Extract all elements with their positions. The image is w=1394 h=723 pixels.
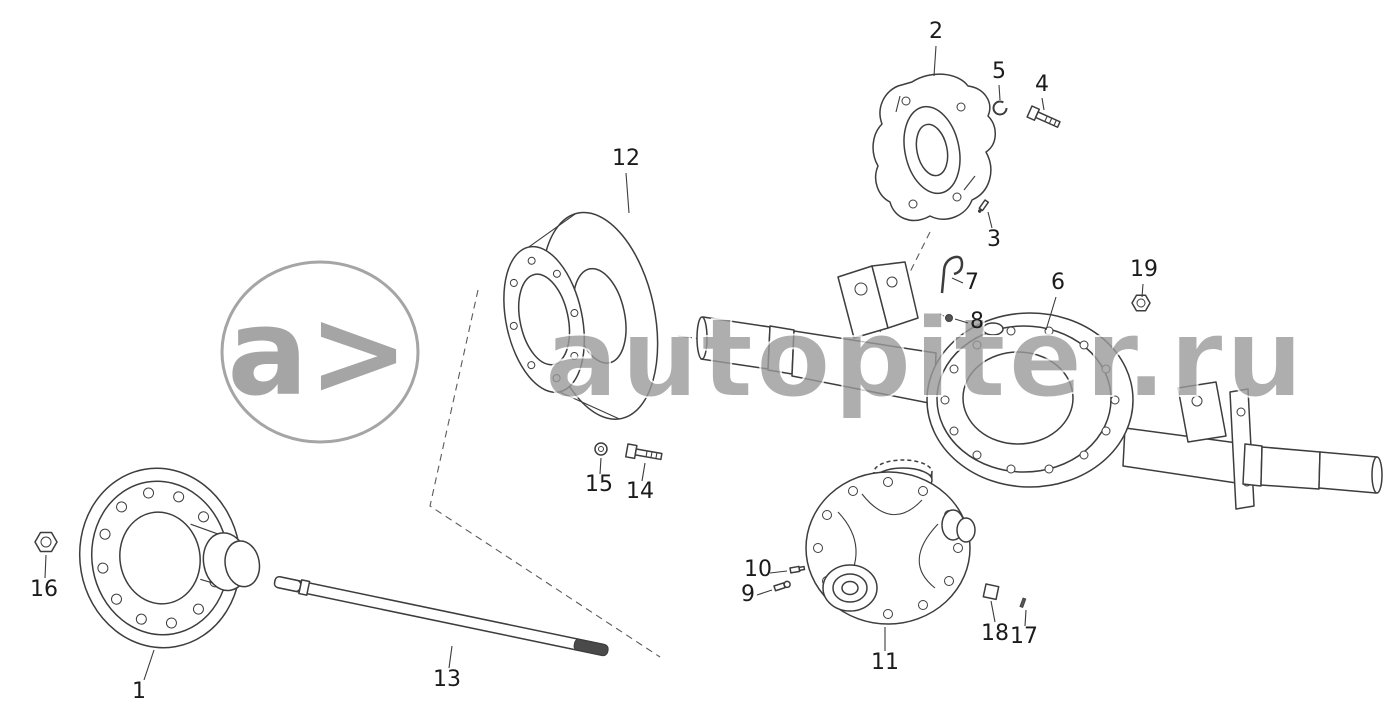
carrier-rib [918, 523, 939, 589]
shaft-spline-left [273, 575, 302, 593]
part-label-12: 12 [612, 146, 640, 171]
part-label-19: 19 [1130, 257, 1158, 282]
part-label-9: 9 [741, 582, 755, 607]
part-label-6: 6 [1051, 270, 1065, 295]
brake-disc [503, 211, 659, 420]
part-3-pin [977, 199, 990, 213]
bracket-hole [854, 282, 868, 296]
part-label-11: 11 [871, 650, 899, 675]
hub-center [119, 511, 201, 605]
bracket-hole [1191, 395, 1203, 407]
banjo-opening [962, 351, 1074, 445]
right-spindle [1260, 446, 1321, 490]
caliper-pin-hole [952, 192, 962, 202]
right-spindle-collar [1242, 443, 1263, 487]
part-19-nut [1131, 294, 1151, 312]
shaft-body [273, 576, 609, 657]
leader-line-12 [625, 172, 630, 214]
disc-hat-bore [518, 273, 571, 366]
leader-line-13 [448, 645, 453, 669]
part-label-14: 14 [626, 479, 654, 504]
part-8-plug [939, 313, 953, 322]
part-label-1: 1 [132, 679, 146, 704]
part-label-7: 7 [965, 270, 979, 295]
banjo-bolt-holes [940, 326, 1120, 474]
assembly-guide-lines [429, 231, 931, 658]
leader-line-19 [1141, 283, 1144, 298]
part-label-15: 15 [585, 472, 613, 497]
carrier-rib [861, 493, 923, 516]
leader-line-16 [44, 554, 47, 579]
part-label-13: 13 [433, 667, 461, 692]
spring-bracket-left-2 [871, 261, 919, 329]
caliper-pin-hole [901, 96, 911, 106]
part-label-10: 10 [744, 557, 772, 582]
bracket-hole [886, 276, 898, 288]
part-label-5: 5 [992, 59, 1006, 84]
small-parts [34, 100, 1151, 608]
leader-line-14 [641, 462, 646, 482]
part-10-fitting [789, 565, 806, 574]
right-spindle-splines [1318, 451, 1378, 494]
differential [805, 459, 976, 625]
disc-bolt-holes [509, 256, 579, 383]
leader-line-2 [933, 45, 937, 77]
right-axle-tube [1122, 427, 1246, 485]
leader-line-17 [1024, 609, 1027, 627]
part-9-fitting [773, 580, 791, 592]
part-15-washer [594, 442, 608, 456]
watermark-site-text: autopiter.ru [544, 294, 1305, 422]
axle-housing [677, 261, 1383, 510]
leader-line-3 [987, 211, 993, 229]
wheel-hub [78, 467, 261, 649]
bracket-hole [1236, 407, 1246, 417]
shaft-spline-right [573, 638, 609, 657]
leader-line-9 [756, 589, 773, 596]
caliper-piston [915, 123, 949, 177]
part-14-bolt [624, 443, 663, 461]
leader-line-5 [998, 84, 1001, 101]
part-4-bolt [1026, 105, 1061, 128]
watermark: a> autopiter.ru [220, 260, 1305, 444]
part-label-2: 2 [929, 19, 943, 44]
brake-caliper [872, 73, 996, 222]
left-spindle-end [696, 316, 708, 360]
part-5-circlip [992, 100, 1008, 116]
caliper-pin-hole [908, 199, 918, 209]
part-label-16: 16 [30, 577, 58, 602]
watermark-logo-text: a> [227, 284, 409, 423]
right-spindle-end [1371, 456, 1383, 494]
part-7-hook [940, 255, 964, 294]
leader-line-15 [599, 457, 602, 475]
leader-line-8 [954, 318, 969, 324]
filler-plug-boss [982, 322, 1004, 336]
hub-barrel-end [224, 540, 261, 588]
leader-line-6 [1045, 296, 1057, 331]
part-18-shim [982, 583, 1000, 601]
part-label-3: 3 [987, 227, 1001, 252]
spring-bracket-right [1177, 381, 1227, 443]
leader-line-18 [990, 600, 996, 623]
part-label-4: 4 [1035, 72, 1049, 97]
part-label-17: 17 [1010, 624, 1038, 649]
axle-shaft [273, 575, 609, 657]
leader-line-10 [769, 570, 788, 574]
leader-line-1 [143, 649, 155, 681]
shaft-collar [298, 579, 311, 596]
leader-line-4 [1041, 97, 1045, 111]
watermark-logo-circle [220, 260, 420, 444]
caliper-pin-hole [956, 102, 966, 112]
leader-line-7 [951, 277, 964, 284]
part-label-8: 8 [970, 309, 984, 334]
part-16-nut [34, 531, 58, 553]
part-label-18: 18 [981, 621, 1009, 646]
part-17-pin [1019, 597, 1027, 608]
